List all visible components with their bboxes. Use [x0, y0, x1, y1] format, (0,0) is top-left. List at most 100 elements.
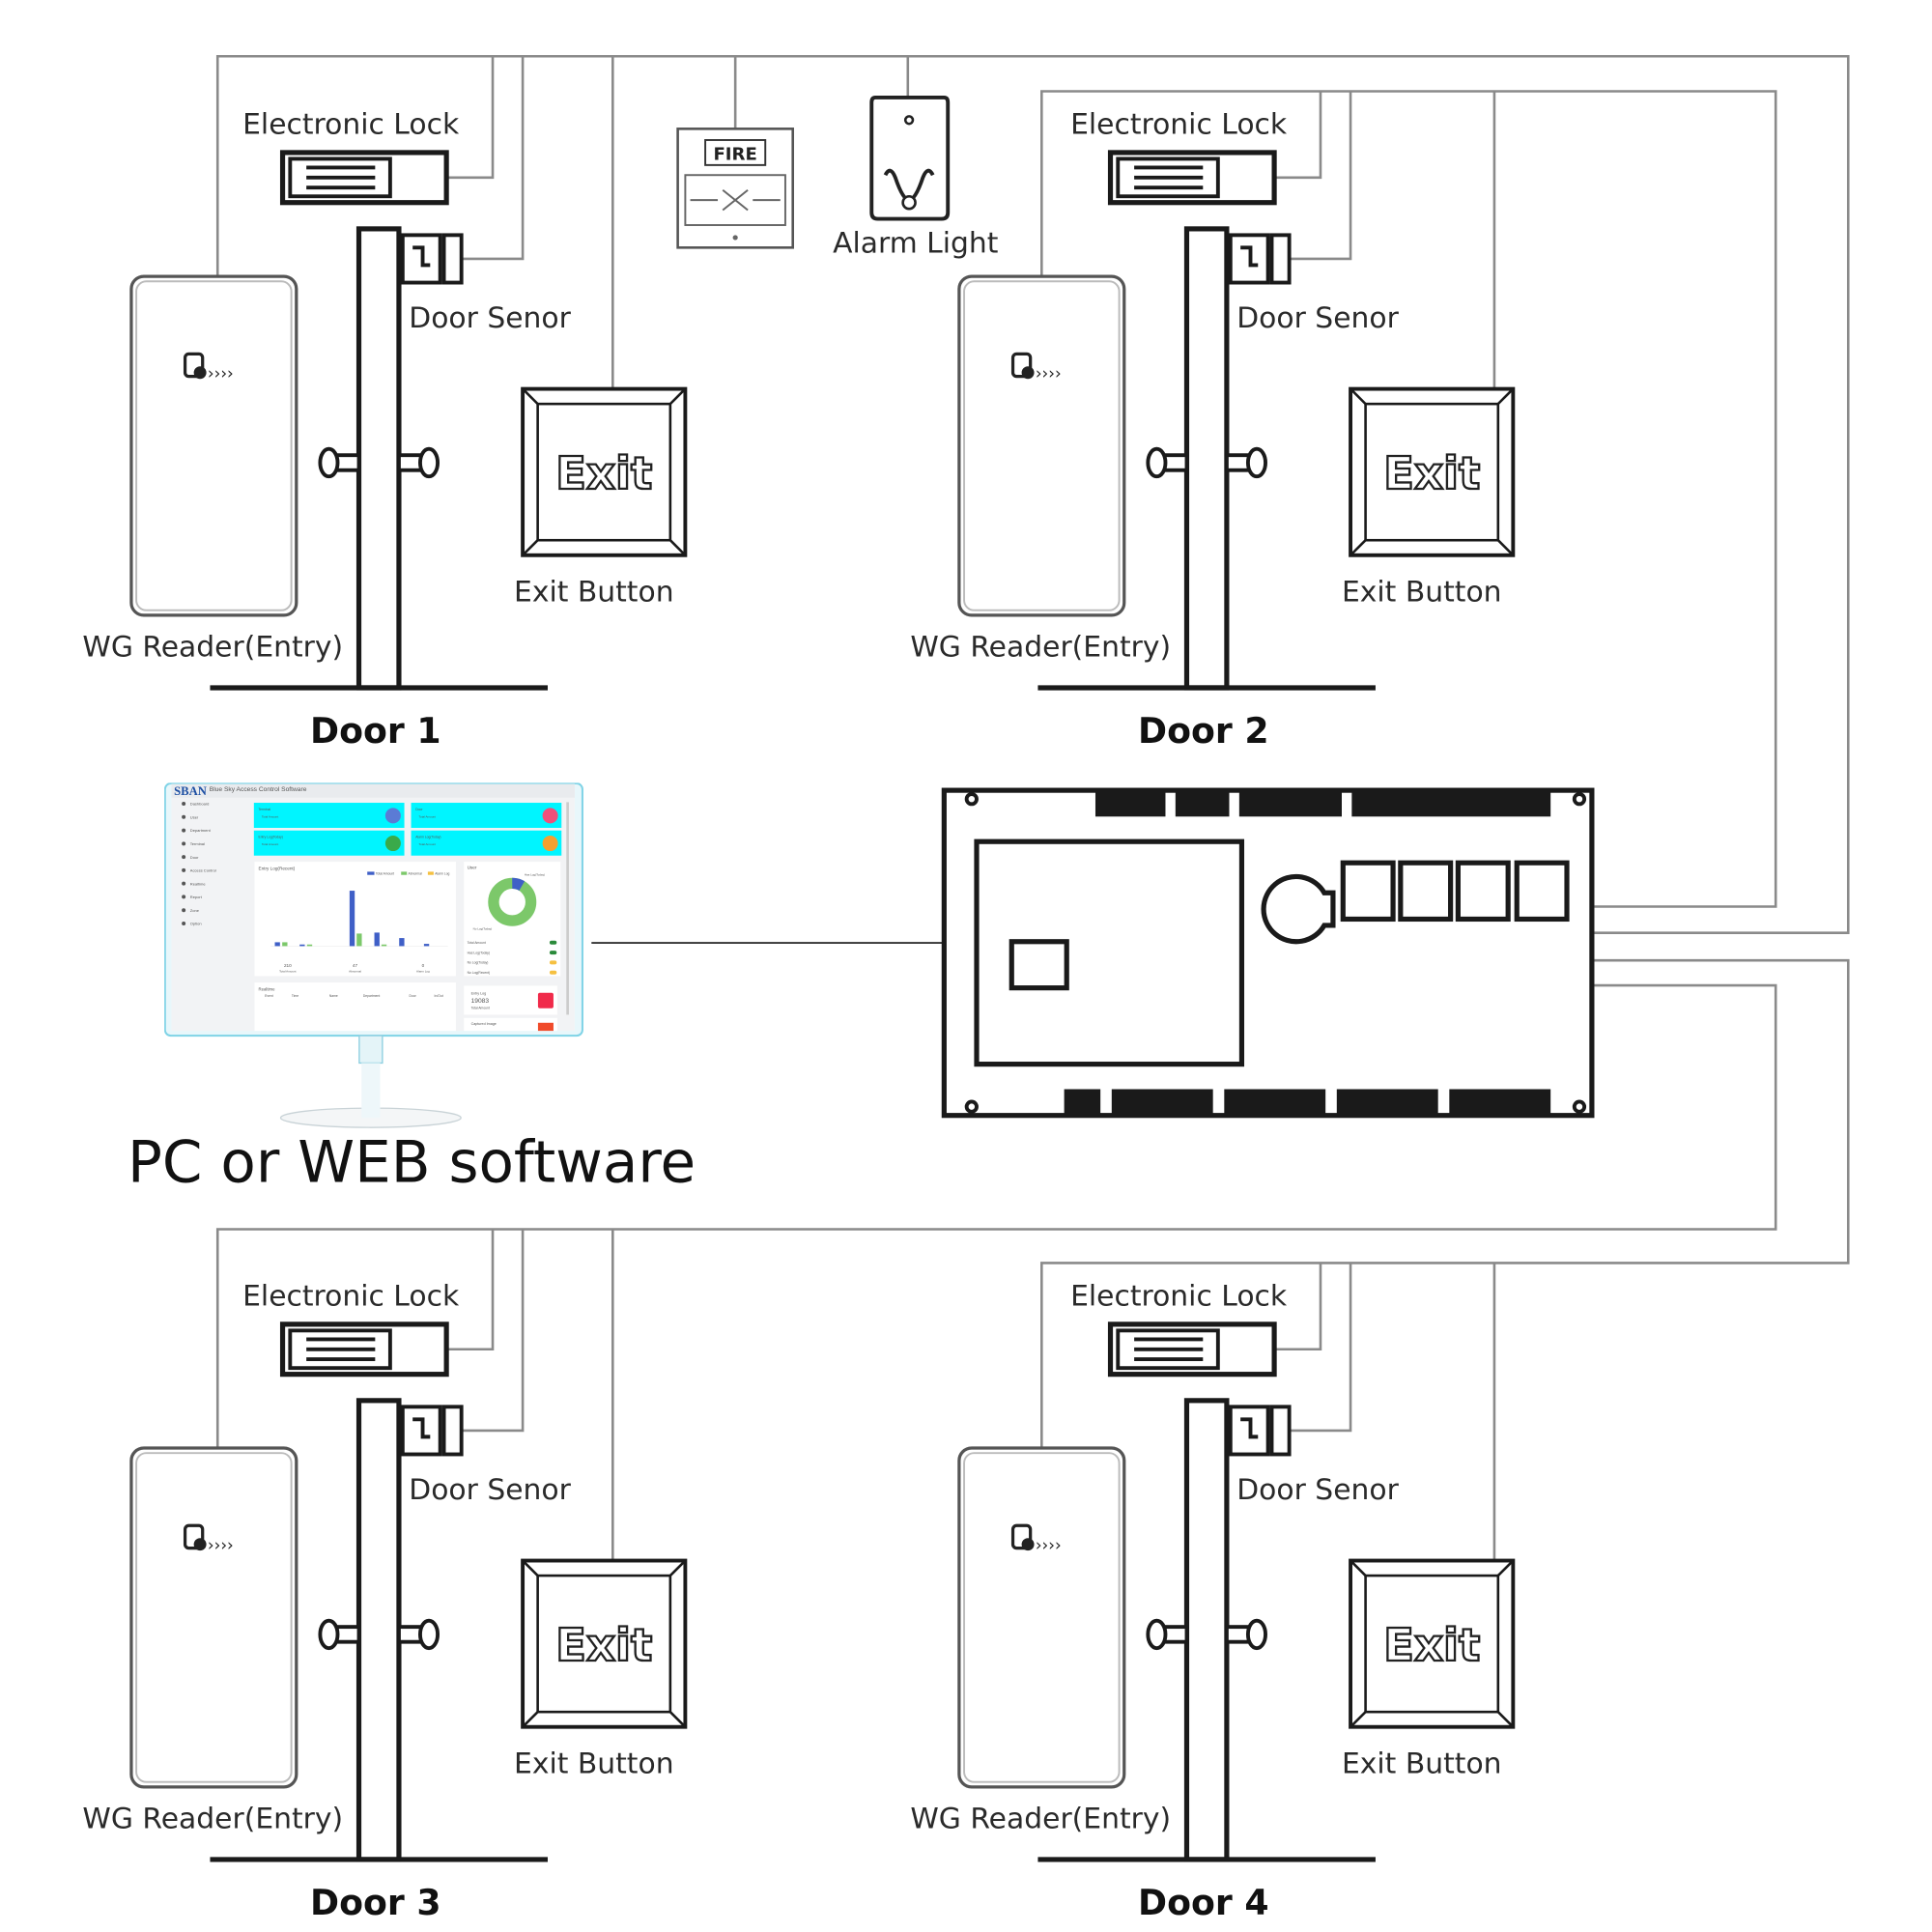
- svg-text:Total Amount: Total Amount: [419, 842, 437, 846]
- svg-text:Total Amount: Total Amount: [262, 814, 279, 818]
- svg-text:Entry Log(Today): Entry Log(Today): [258, 836, 282, 839]
- wg-reader: ››››: [129, 1446, 298, 1789]
- svg-text:Alarm Log(Today): Alarm Log(Today): [415, 836, 440, 839]
- rfid-icon: ››››: [183, 1523, 234, 1554]
- exit-label: Exit Button: [514, 1747, 674, 1781]
- door3-bus-wire: [215, 983, 1777, 1449]
- column-header: Time: [292, 994, 298, 998]
- door-sensor: [400, 1405, 464, 1457]
- wg-reader: ››››: [957, 274, 1126, 617]
- svg-text:Total Amount: Total Amount: [376, 871, 394, 875]
- user-row: Has Log(Today): [468, 951, 491, 954]
- stat-value: 0: [422, 963, 425, 968]
- svg-text:Has Log(Today): Has Log(Today): [525, 872, 545, 876]
- reader-label: WG Reader(Entry): [82, 1803, 343, 1836]
- alarm-light-label: Alarm Light: [833, 226, 998, 260]
- svg-text:Terminal: Terminal: [258, 808, 270, 811]
- door-handle: [318, 446, 440, 479]
- exit-label: Exit Button: [1342, 1747, 1502, 1781]
- column-header: Name: [329, 994, 338, 998]
- column-header: Event: [265, 994, 273, 998]
- door4-sensor-wire: [1289, 1263, 1352, 1433]
- user-row: No Log(Recent): [468, 971, 491, 975]
- door-sensor: [1228, 233, 1292, 285]
- svg-text:››››: ››››: [208, 1535, 234, 1554]
- exit-label: Exit Button: [514, 576, 674, 610]
- sensor-label: Door Senor: [1236, 1473, 1399, 1507]
- software-title: Blue Sky Access Control Software: [210, 786, 307, 793]
- door-handle: [1146, 1618, 1267, 1651]
- door-1: ››››WG Reader(Entry)Electronic LockDoor …: [82, 108, 688, 752]
- svg-text:Total Amount: Total Amount: [262, 842, 279, 846]
- exit-button: Exit: [1349, 1558, 1516, 1729]
- pc-software-label: PC or WEB software: [128, 1129, 696, 1196]
- chart-legend: Total Amount Abnormal Alarm Log: [367, 871, 450, 875]
- rfid-icon: ››››: [1010, 1523, 1062, 1554]
- electronic-lock: [1107, 150, 1277, 206]
- stat-value: 47: [353, 963, 358, 968]
- svg-text:Alarm Log: Alarm Log: [435, 871, 449, 875]
- exit-button: Exit: [1349, 386, 1516, 557]
- exit-button: Exit: [521, 386, 688, 557]
- svg-text:››››: ››››: [1036, 1535, 1062, 1554]
- sidebar-item: User: [190, 814, 199, 819]
- svg-text:Door: Door: [415, 808, 423, 811]
- access-controller-board: [941, 787, 1595, 1119]
- entry-log-value: 19083: [471, 998, 490, 1005]
- svg-text:››››: ››››: [1036, 363, 1062, 383]
- door-sensor: [400, 233, 464, 285]
- door4-bus-wire: [1040, 958, 1850, 1449]
- lock-label: Electronic Lock: [1070, 108, 1288, 142]
- reader-label: WG Reader(Entry): [910, 1803, 1171, 1836]
- door-title: Door 2: [1138, 710, 1269, 752]
- sidebar-item: Access Control: [190, 868, 216, 873]
- svg-text:Total Amount: Total Amount: [471, 1006, 490, 1009]
- software-sidebar: DashboardUserDepartmentTerminalDoorAcces…: [182, 802, 216, 926]
- lock-label: Electronic Lock: [1070, 1279, 1288, 1313]
- door-frame: [1183, 1398, 1230, 1862]
- wg-reader: ››››: [957, 1446, 1126, 1789]
- sidebar-item: Department: [190, 828, 212, 833]
- door-4: ›››› WG Reader(Entry) Electronic LockDoor …: [910, 1279, 1516, 1923]
- chart-title: Entry Log(Recent): [258, 866, 295, 870]
- door3-lock-wire: [446, 1229, 495, 1351]
- exit-button: Exit: [521, 1558, 688, 1729]
- door-frame: [355, 1398, 402, 1862]
- doors: ››››WG Reader(Entry)Electronic LockDoor …: [82, 108, 1516, 1923]
- monitor-software-screenshot: SBAN Blue Sky Access Control Software Da…: [164, 782, 583, 1128]
- sidebar-item: Option: [190, 922, 202, 926]
- realtime-title: Realtime: [258, 986, 275, 991]
- exit-text: Exit: [555, 447, 652, 499]
- battery-icon: [1261, 873, 1336, 945]
- reader-label: WG Reader(Entry): [910, 631, 1171, 665]
- exit-label: Exit Button: [1342, 576, 1502, 610]
- door-frame: [355, 226, 402, 691]
- monitor-stand: [279, 1035, 462, 1128]
- sidebar-item: Terminal: [190, 841, 205, 846]
- sidebar-item: Dashboard: [190, 802, 210, 807]
- sensor-label: Door Senor: [1236, 301, 1399, 335]
- electronic-lock: [279, 1321, 449, 1378]
- door3-sensor-wire: [461, 1229, 525, 1433]
- electronic-lock: [279, 150, 449, 206]
- stat-label: Total Amount: [279, 969, 297, 973]
- door4-lock-wire: [1274, 1263, 1322, 1351]
- captured-image-title: Captured Image: [471, 1022, 497, 1026]
- door2-lock-wire: [1274, 91, 1322, 180]
- lock-label: Electronic Lock: [242, 108, 460, 142]
- svg-text:Total Amount: Total Amount: [419, 814, 437, 818]
- electronic-lock: [1107, 1321, 1277, 1378]
- door-handle: [318, 1618, 440, 1651]
- exit-text: Exit: [1383, 1619, 1480, 1671]
- door2-bus-wire: [1040, 90, 1777, 908]
- svg-text:››››: ››››: [208, 363, 234, 383]
- door-2: ›››› WG Reader(Entry) Electronic LockDoor …: [910, 108, 1516, 752]
- exit-text: Exit: [555, 1619, 652, 1671]
- stat-label: Alarm Log: [416, 969, 430, 973]
- relays: [1340, 860, 1570, 923]
- exit-text: Exit: [1383, 447, 1480, 499]
